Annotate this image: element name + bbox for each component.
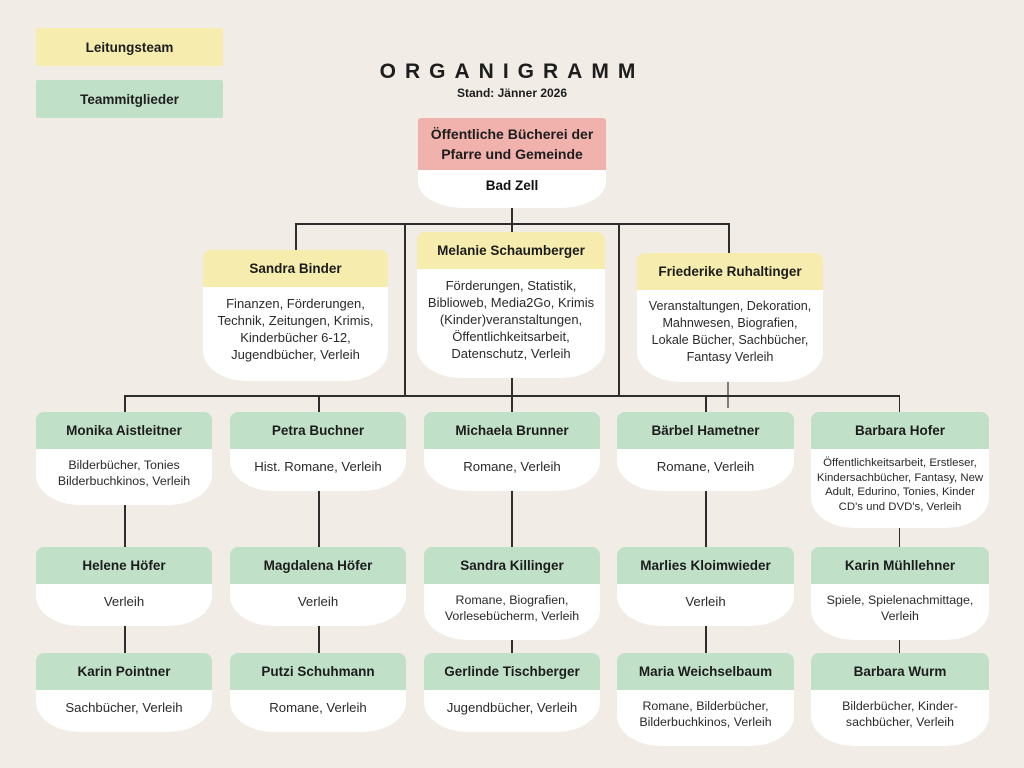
org-node-petra-buchner: Petra Buchner Hist. Romane, Verleih: [230, 412, 406, 491]
connector: [898, 395, 900, 413]
org-node-header: Barbara Hofer: [811, 412, 989, 449]
org-node-body: Finanzen, Förderungen, Technik, Zeitunge…: [203, 287, 388, 381]
org-node-putzi-schuhmann: Putzi Schuhmann Romane, Verleih: [230, 653, 406, 732]
org-node-body: Romane, Verleih: [617, 449, 794, 491]
page-title: ORGANIGRAMM: [379, 60, 645, 83]
org-node-magdalena-hoefer: Magdalena Höfer Verleih: [230, 547, 406, 626]
connector: [318, 478, 320, 550]
org-node-body: Veranstaltungen, Dekoration, Mahnwesen, …: [637, 290, 823, 382]
org-node-michaela-brunner: Michaela Brunner Romane, Verleih: [424, 412, 600, 491]
connector: [318, 395, 320, 413]
org-node-melanie-schaumberger: Melanie Schaumberger Förderungen, Statis…: [417, 232, 605, 378]
org-node-header: Petra Buchner: [230, 412, 406, 449]
org-node-header: Gerlinde Tischberger: [424, 653, 600, 690]
org-node-karin-muehllehner: Karin Mühllehner Spiele, Spielenachmitta…: [811, 547, 989, 640]
connector: [511, 223, 513, 233]
org-node-body: Jugendbücher, Verleih: [424, 690, 600, 732]
org-node-root: Öffentliche Bücherei der Pfarre und Geme…: [418, 118, 606, 208]
connector: [511, 395, 513, 413]
org-node-karin-pointner: Karin Pointner Sachbücher, Verleih: [36, 653, 212, 732]
org-node-baerbel-hametner: Bärbel Hametner Romane, Verleih: [617, 412, 794, 491]
org-node-helene-hoefer: Helene Höfer Verleih: [36, 547, 212, 626]
org-node-body: Bilderbücher, Kinder-sachbücher, Verleih: [811, 690, 989, 746]
legend-teammitglieder: Teammitglieder: [36, 80, 223, 118]
org-node-body: Romane, Verleih: [230, 690, 406, 732]
page-subtitle: Stand: Jänner 2026: [456, 86, 568, 100]
org-node-header: Michaela Brunner: [424, 412, 600, 449]
connector: [124, 478, 126, 550]
org-node-barbara-wurm: Barbara Wurm Bilderbücher, Kinder-sachbü…: [811, 653, 989, 746]
org-node-body: Spiele, Spielenachmittage, Verleih: [811, 584, 989, 640]
org-node-header: Sandra Binder: [203, 250, 388, 287]
connector: [124, 612, 126, 654]
org-node-sandra-killinger: Sandra Killinger Romane, Biografien, Vor…: [424, 547, 600, 640]
org-node-monika-aistleitner: Monika Aistleitner Bilderbücher, Tonies …: [36, 412, 212, 505]
org-node-header: Öffentliche Bücherei der Pfarre und Geme…: [418, 118, 606, 170]
connector: [295, 223, 297, 251]
org-node-friederike-ruhaltinger: Friederike Ruhaltinger Veranstaltungen, …: [637, 253, 823, 382]
org-node-header: Putzi Schuhmann: [230, 653, 406, 690]
connector: [124, 395, 126, 413]
connector: [404, 223, 406, 396]
connector: [705, 612, 707, 654]
org-node-body: Öffentlichkeitsarbeit, Erstleser, Kinder…: [811, 449, 989, 528]
org-node-body: Verleih: [617, 584, 794, 626]
org-node-header: Marlies Kloimwieder: [617, 547, 794, 584]
connector: [511, 478, 513, 550]
org-node-header: Friederike Ruhaltinger: [637, 253, 823, 290]
org-node-body: Verleih: [36, 584, 212, 626]
org-node-body: Bilderbücher, Tonies Bilderbuchkinos, Ve…: [36, 449, 212, 505]
org-node-body: Bad Zell: [418, 170, 606, 208]
org-node-body: Förderungen, Statistik, Biblioweb, Media…: [417, 269, 605, 378]
org-node-header: Maria Weichselbaum: [617, 653, 794, 690]
org-node-body: Romane, Biografien, Vorlesebücherm, Verl…: [424, 584, 600, 640]
org-node-body: Romane, Verleih: [424, 449, 600, 491]
org-node-barbara-hofer: Barbara Hofer Öffentlichkeitsarbeit, Ers…: [811, 412, 989, 528]
org-node-header: Bärbel Hametner: [617, 412, 794, 449]
org-node-header: Barbara Wurm: [811, 653, 989, 690]
org-node-header: Karin Mühllehner: [811, 547, 989, 584]
org-node-body: Hist. Romane, Verleih: [230, 449, 406, 491]
org-node-body: Romane, Bilderbücher, Bilderbuchkinos, V…: [617, 690, 794, 746]
org-node-maria-weichselbaum: Maria Weichselbaum Romane, Bilderbücher,…: [617, 653, 794, 746]
org-node-header: Sandra Killinger: [424, 547, 600, 584]
legend-leitungsteam: Leitungsteam: [36, 28, 223, 66]
org-node-marlies-kloimwieder: Marlies Kloimwieder Verleih: [617, 547, 794, 626]
connector: [705, 395, 707, 413]
org-node-header: Monika Aistleitner: [36, 412, 212, 449]
org-node-body: Verleih: [230, 584, 406, 626]
org-node-body: Sachbücher, Verleih: [36, 690, 212, 732]
connector: [318, 612, 320, 654]
connector: [705, 478, 707, 550]
org-node-gerlinde-tischberger: Gerlinde Tischberger Jugendbücher, Verle…: [424, 653, 600, 732]
org-node-header: Magdalena Höfer: [230, 547, 406, 584]
org-node-header: Karin Pointner: [36, 653, 212, 690]
connector: [511, 198, 513, 225]
org-node-header: Helene Höfer: [36, 547, 212, 584]
org-node-header: Melanie Schaumberger: [417, 232, 605, 269]
connector: [727, 378, 729, 408]
org-node-sandra-binder: Sandra Binder Finanzen, Förderungen, Tec…: [203, 250, 388, 381]
connector: [618, 223, 620, 396]
connector: [728, 223, 730, 254]
